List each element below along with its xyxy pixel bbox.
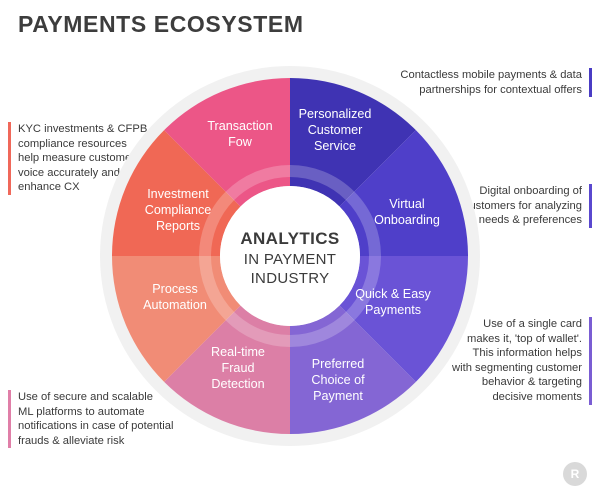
segment-transaction (164, 78, 290, 207)
segment-quick (339, 256, 468, 382)
segment-personalized-label-line-2: Customer (308, 123, 363, 137)
segment-preferred (290, 305, 416, 434)
segment-preferred-label-line-1: Preferred (312, 357, 365, 371)
segment-preferred-label-line-2: Choice of (311, 373, 365, 387)
segment-virtual (339, 130, 468, 256)
note-ml-platforms-text: Use of secure and scalable ML platforms … (18, 391, 174, 447)
note-kyc-text: KYC investments & CFPB compliance resour… (18, 123, 148, 194)
segment-fraud-label-line-1: Real-time (211, 345, 265, 359)
center-subtitle-line2: INDUSTRY (251, 270, 330, 287)
note-kyc: KYC investments & CFPB compliance resour… (8, 122, 147, 195)
note-digital-onboarding: Digital onboarding of customers for anal… (464, 184, 592, 228)
brand-logo: R (563, 462, 587, 486)
segment-fraud-label-line-3: Detection (211, 377, 264, 391)
note-single-card: Use of a single card makes it, 'top of w… (452, 317, 592, 405)
page-title: PAYMENTS ECOSYSTEM (18, 11, 304, 37)
segment-investment-label-line-3: Reports (156, 219, 200, 233)
segment-personalized-label-line-1: Personalized (299, 107, 372, 121)
segment-virtual-label-line-1: Virtual (389, 197, 424, 211)
segment-quick-label-line-1: Quick & Easy (355, 287, 431, 301)
segment-process (112, 256, 241, 382)
note-contactless-bar (589, 68, 592, 98)
segment-personalized (290, 78, 416, 207)
segment-quick-label-line-2: Payments (365, 303, 421, 317)
brand-logo-letter: R (570, 467, 580, 481)
note-digital-onboarding-bar (589, 184, 592, 228)
center-subtitle-line1: IN PAYMENT (244, 251, 336, 268)
note-digital-onboarding-text: Digital onboarding of customers for anal… (463, 185, 582, 227)
note-contactless: Contactless mobile payments & data partn… (400, 68, 592, 98)
segment-virtual-label-line-2: Onboarding (374, 213, 440, 227)
segment-transaction-label-line-2: Fow (228, 135, 253, 149)
note-kyc-bar (8, 122, 11, 195)
segment-fraud (164, 305, 290, 434)
segment-preferred-label-line-3: Payment (313, 389, 363, 403)
note-contactless-text: Contactless mobile payments & data partn… (400, 69, 582, 96)
segment-fraud-label-line-2: Fraud (222, 361, 255, 375)
segment-investment (112, 130, 241, 256)
note-single-card-text: Use of a single card makes it, 'top of w… (452, 318, 582, 403)
segment-investment-label-line-2: Compliance (145, 203, 212, 217)
note-single-card-bar (589, 317, 592, 405)
segment-personalized-label-line-3: Service (314, 139, 356, 153)
wheel-inner-ring (199, 165, 381, 347)
segment-transaction-label-line-1: Transaction (207, 119, 272, 133)
segment-investment-label-line-1: Investment (147, 187, 209, 201)
segment-process-label-line-2: Automation (143, 298, 207, 312)
note-ml-platforms: Use of secure and scalable ML platforms … (8, 390, 174, 449)
center-title: ANALYTICS (240, 229, 339, 248)
wheel-center (220, 186, 360, 326)
segment-process-label-line-1: Process (152, 282, 198, 296)
wheel-segments: PersonalizedCustomerServiceVirtualOnboar… (112, 78, 468, 434)
note-ml-platforms-bar (8, 390, 11, 449)
